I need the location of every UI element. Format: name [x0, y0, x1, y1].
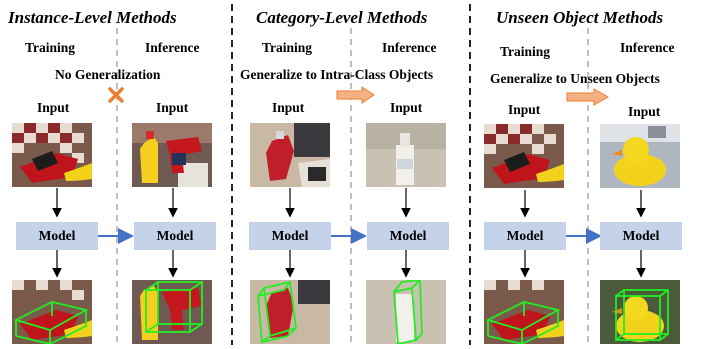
- transfer-label: Generalize to Unseen Objects: [490, 71, 660, 86]
- training-label: Training: [262, 40, 313, 55]
- output-image-red-bottle: [250, 280, 330, 344]
- flow-arrows-panel1: [52, 188, 178, 278]
- training-label: Training: [25, 40, 76, 55]
- input-image-scene-infer: [132, 123, 212, 187]
- model-box-train: Model: [249, 222, 331, 250]
- input-label-infer: Input: [628, 104, 661, 119]
- input-image-duck: [600, 124, 680, 188]
- input-image-drill-train: [12, 123, 92, 187]
- transfer-label: No Generalization: [55, 67, 161, 82]
- training-label: Training: [500, 44, 551, 59]
- model-box-infer: Model: [367, 222, 449, 250]
- inference-label: Inference: [620, 40, 675, 55]
- transfer-label: Generalize to Intra-Class Objects: [240, 67, 434, 82]
- panel-title-unseen: Unseen Object Methods: [496, 8, 664, 27]
- transfer-arrow-icon: [566, 88, 610, 106]
- model-box-infer: Model: [134, 222, 216, 250]
- input-label-train: Input: [37, 100, 70, 115]
- inference-label: Inference: [382, 40, 437, 55]
- model-box-infer: Model: [600, 222, 682, 250]
- output-image-duck: [600, 280, 680, 344]
- model-box-train: Model: [484, 222, 566, 250]
- output-image-drill-infer: [132, 280, 212, 344]
- input-image-red-bottle: [250, 123, 330, 187]
- output-image-drill-train: [12, 280, 92, 344]
- input-label-train: Input: [508, 102, 541, 117]
- input-label-infer: Input: [156, 100, 189, 115]
- cross-icon: [108, 87, 124, 103]
- output-image-drill-unseen: [484, 280, 564, 344]
- transfer-arrow-icon: [336, 86, 375, 104]
- input-label-train: Input: [272, 100, 305, 115]
- panel-title-category: Category-Level Methods: [256, 8, 428, 27]
- input-image-drill-train-unseen: [484, 124, 564, 188]
- input-image-white-bottle: [366, 123, 446, 187]
- inference-label: Inference: [145, 40, 200, 55]
- input-label-infer: Input: [390, 100, 423, 115]
- panel-title-instance: Instance-Level Methods: [8, 8, 177, 27]
- model-box-train: Model: [16, 222, 98, 250]
- output-image-white-bottle: [366, 280, 446, 344]
